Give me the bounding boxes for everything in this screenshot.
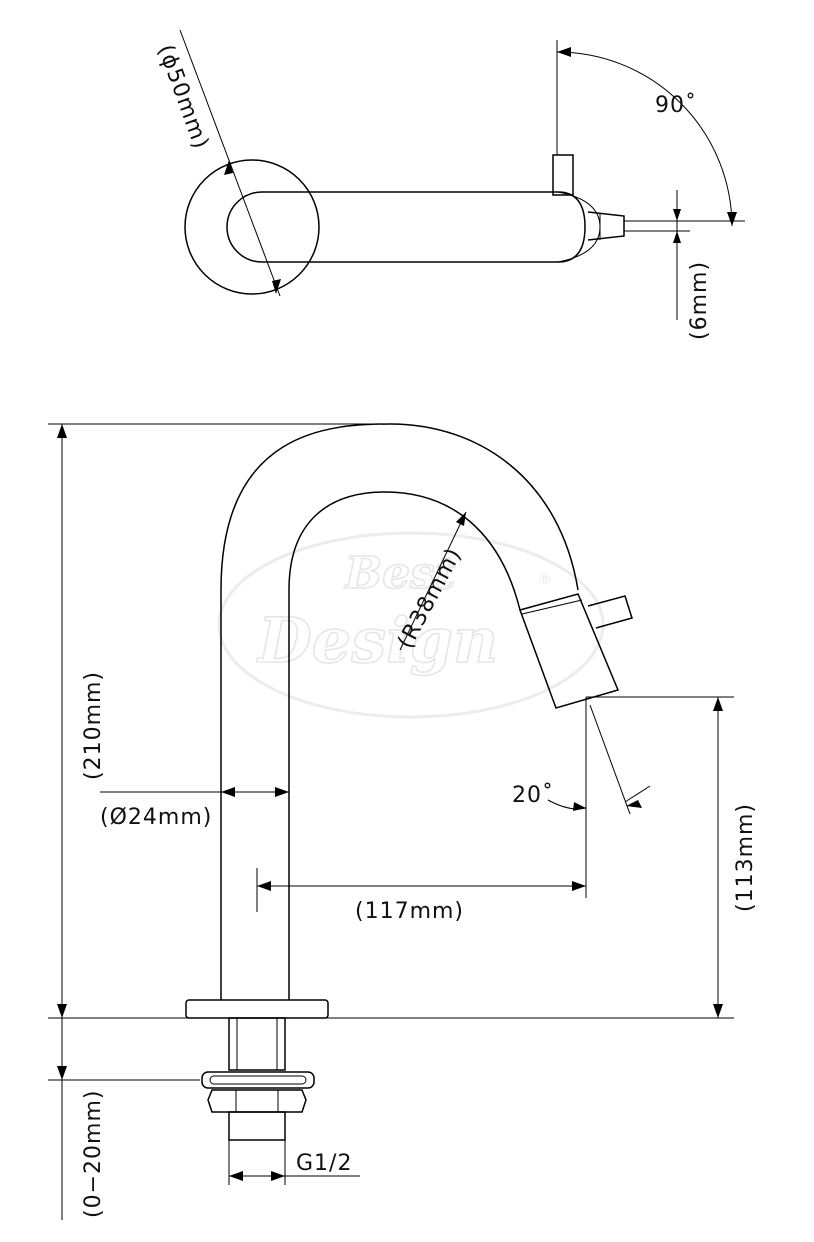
watermark-line2: Design bbox=[256, 604, 498, 677]
base-rosette-circle bbox=[184, 159, 320, 295]
handle-knob-top bbox=[552, 154, 574, 196]
lock-nut bbox=[207, 1089, 307, 1113]
side-handle-top bbox=[587, 211, 625, 241]
spout-outer-contour bbox=[220, 423, 579, 1000]
washer bbox=[201, 1071, 315, 1089]
reach-117-label: (117mm) bbox=[355, 899, 464, 924]
watermark-registered-mark: ® bbox=[538, 572, 552, 588]
threaded-shank bbox=[228, 1017, 286, 1071]
base-flange bbox=[185, 999, 329, 1019]
angle-arc-90 bbox=[556, 51, 733, 227]
adjust-0-20-label: (0−20mm) bbox=[81, 1090, 106, 1218]
spout-body-top bbox=[226, 191, 586, 263]
diameter-50-label: (ϕ50mm) bbox=[152, 42, 213, 153]
height-210-label: (210mm) bbox=[81, 671, 106, 780]
side-view: (210mm) (0−20mm) 20˚ (R38mm) (Ø24mm) bbox=[48, 423, 758, 1220]
angle-20-label: 20˚ bbox=[512, 783, 554, 808]
spout-head bbox=[519, 593, 620, 709]
watermark: Best Design ® bbox=[217, 531, 605, 719]
radius-38-line bbox=[399, 511, 467, 651]
outlet-113-label: (113mm) bbox=[733, 803, 758, 912]
top-view: 90˚ (6mm) (ϕ50mm) bbox=[152, 29, 745, 340]
spout-inner-contour bbox=[288, 491, 521, 1000]
diameter-50-line bbox=[179, 29, 281, 297]
angle-90-label: 90˚ bbox=[655, 93, 697, 118]
handle-6mm-label: (6mm) bbox=[687, 261, 712, 340]
thread-g12-label: G1/2 bbox=[296, 1151, 352, 1176]
pipe-diameter-label: (Ø24mm) bbox=[100, 805, 212, 830]
side-lever bbox=[587, 595, 633, 629]
lower-thread bbox=[228, 1111, 286, 1141]
